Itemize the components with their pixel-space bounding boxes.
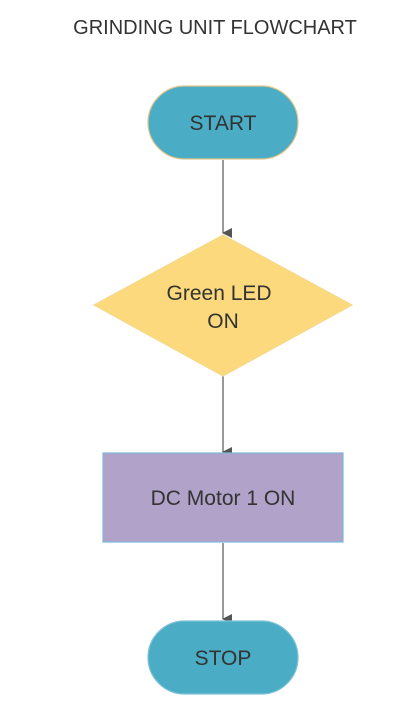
decision-node: Green LED ON (92, 234, 354, 377)
decision-shape (92, 234, 354, 377)
stop-node: STOP (147, 620, 299, 695)
process-shape (102, 452, 344, 543)
decision-label-line-1: Green LED (167, 282, 272, 305)
stop-label: STOP (195, 647, 252, 670)
start-shape (147, 85, 299, 160)
process-label: DC Motor 1 ON (151, 487, 296, 510)
decision-label-line-2: ON (207, 310, 239, 333)
process-node: DC Motor 1 ON (102, 452, 344, 543)
diagram-title: GRINDING UNIT FLOWCHART (73, 17, 357, 39)
decision-label: Green LED ON (167, 282, 278, 333)
stop-shape (147, 620, 299, 695)
start-node: START (147, 85, 299, 160)
start-label: START (190, 112, 257, 135)
